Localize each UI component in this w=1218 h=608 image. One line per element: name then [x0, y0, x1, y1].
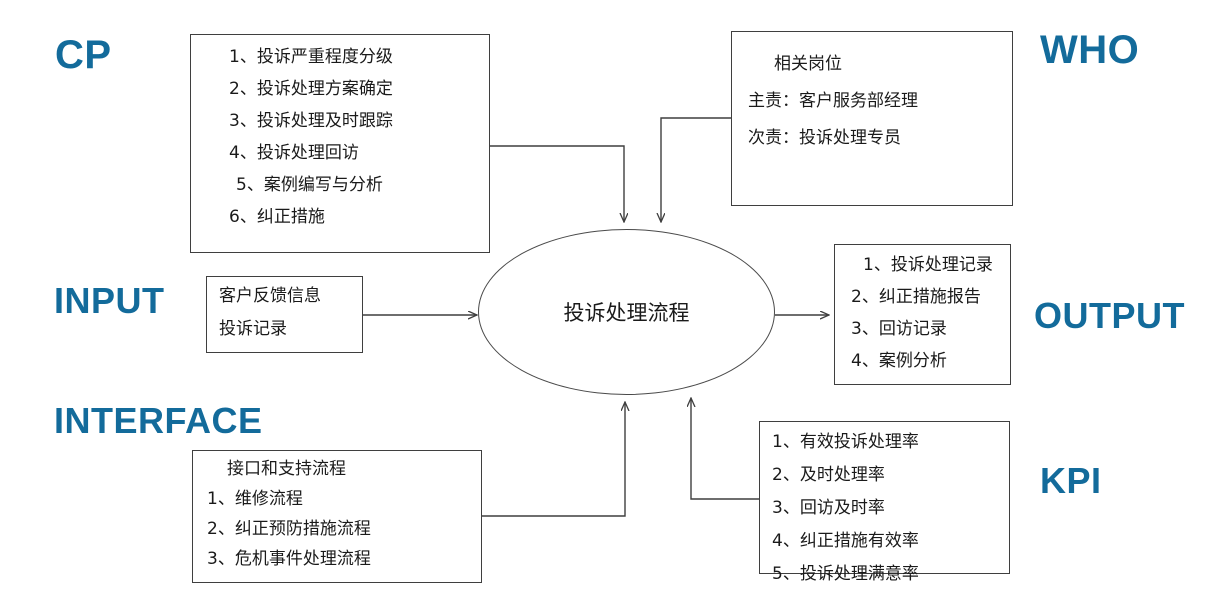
input-item: 客户反馈信息	[219, 286, 321, 306]
wire-who-to-process	[661, 117, 731, 222]
cp-item: 5、案例编写与分析	[236, 175, 383, 195]
who-box: 相关岗位 主责：客户服务部经理 次责：投诉处理专员	[731, 31, 1013, 206]
who-title: 相关岗位	[774, 54, 842, 74]
section-label-who: WHO	[1040, 28, 1140, 72]
section-label-interface: INTERFACE	[54, 400, 263, 441]
section-label-input: INPUT	[54, 280, 165, 321]
interface-item: 2、纠正预防措施流程	[207, 519, 371, 539]
output-item: 1、投诉处理记录	[863, 255, 993, 275]
interface-item: 1、维修流程	[207, 489, 303, 509]
cp-item: 4、投诉处理回访	[229, 143, 359, 163]
kpi-box: 1、有效投诉处理率 2、及时处理率 3、回访及时率 4、纠正措施有效率 5、投诉…	[759, 421, 1010, 583]
cp-item: 3、投诉处理及时跟踪	[229, 111, 393, 131]
interface-title: 接口和支持流程	[227, 459, 346, 479]
output-item: 2、纠正措施报告	[851, 287, 981, 307]
wire-cp-to-process	[490, 145, 624, 222]
section-label-kpi: KPI	[1040, 460, 1102, 501]
kpi-item: 5、投诉处理满意率	[772, 564, 919, 584]
who-item: 主责：客户服务部经理	[748, 91, 918, 111]
section-label-cp: CP	[55, 33, 112, 77]
kpi-item: 4、纠正措施有效率	[772, 531, 919, 551]
who-item: 次责：投诉处理专员	[748, 128, 901, 148]
cp-box: 1、投诉严重程度分级 2、投诉处理方案确定 3、投诉处理及时跟踪 4、投诉处理回…	[190, 34, 490, 253]
kpi-item: 1、有效投诉处理率	[772, 432, 919, 452]
kpi-item: 3、回访及时率	[772, 498, 885, 518]
section-label-output: OUTPUT	[1034, 295, 1185, 336]
wire-kpi-to-process	[691, 398, 759, 500]
cp-item: 1、投诉严重程度分级	[229, 47, 393, 67]
process-label: 投诉处理流程	[563, 301, 690, 325]
input-item: 投诉记录	[219, 319, 287, 339]
cp-item: 6、纠正措施	[229, 207, 325, 227]
input-box: 客户反馈信息 投诉记录	[206, 276, 363, 353]
wire-interface-to-process	[482, 402, 625, 517]
kpi-item: 2、及时处理率	[772, 465, 885, 485]
output-item: 4、案例分析	[851, 351, 947, 371]
output-item: 3、回访记录	[851, 319, 947, 339]
interface-item: 3、危机事件处理流程	[207, 549, 371, 569]
interface-box: 接口和支持流程 1、维修流程 2、纠正预防措施流程 3、危机事件处理流程	[192, 450, 482, 583]
output-box: 1、投诉处理记录 2、纠正措施报告 3、回访记录 4、案例分析	[834, 244, 1011, 385]
process-ellipse: 投诉处理流程	[478, 229, 775, 395]
cp-item: 2、投诉处理方案确定	[229, 79, 393, 99]
